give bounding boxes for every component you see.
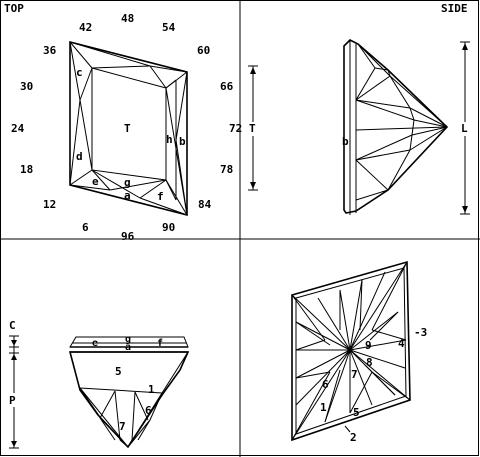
- index-42: 42: [79, 21, 92, 34]
- index-48: 48: [121, 12, 134, 25]
- front-dim-c: C: [9, 319, 16, 332]
- front-facet-e: e: [92, 338, 98, 349]
- index-6: 6: [82, 221, 89, 234]
- top-facet-lines: [69, 41, 188, 216]
- side-dim-arrow-down: [462, 206, 468, 213]
- side-view: SIDE: [342, 2, 472, 215]
- top-facet-h: h: [166, 133, 173, 146]
- front-facet-1: 1: [148, 383, 155, 396]
- bottom-facet-6: 6: [322, 378, 329, 391]
- top-dim-arrow-up: [250, 67, 256, 74]
- index-36: 36: [43, 44, 57, 57]
- side-facet-b: b: [342, 135, 349, 148]
- index-84: 84: [198, 198, 212, 211]
- top-view-title: TOP: [4, 2, 24, 15]
- index-66: 66: [220, 80, 234, 93]
- top-facet-g: g: [124, 176, 131, 189]
- index-90: 90: [162, 221, 175, 234]
- front-facet-6: 6: [145, 404, 152, 417]
- bottom-facet-2: 2: [350, 431, 357, 444]
- index-96: 96: [121, 230, 135, 243]
- front-view: e g a f 5 1 6 7 C P: [7, 318, 190, 449]
- bottom-view: 9 4 8 7 6 1 5 2 -3: [291, 260, 427, 444]
- side-outline: [343, 39, 449, 214]
- index-30: 30: [20, 80, 33, 93]
- top-view: TOP: [4, 2, 260, 243]
- top-facet-b: b: [179, 135, 186, 148]
- top-facet-d: d: [76, 150, 83, 163]
- bottom-facet-5: 5: [353, 406, 360, 419]
- front-facet-lines: [79, 351, 189, 448]
- bottom-facet-9: 9: [365, 339, 372, 352]
- index-18: 18: [20, 163, 33, 176]
- top-facet-a: a: [124, 189, 131, 202]
- top-facet-f: f: [157, 190, 164, 203]
- bottom-dash-3: -3: [414, 326, 427, 339]
- top-table-label: T: [124, 122, 131, 135]
- index-54: 54: [162, 21, 176, 34]
- side-facet-lines: [349, 40, 448, 215]
- index-24: 24: [11, 122, 25, 135]
- front-facet-g: g: [125, 334, 131, 345]
- front-dim-p: P: [9, 394, 16, 407]
- side-dim-label: L: [461, 122, 468, 135]
- front-facet-7: 7: [119, 420, 126, 433]
- side-view-title: SIDE: [441, 2, 468, 15]
- bottom-facet-1: 1: [320, 401, 327, 414]
- bottom-facet-lines: [291, 261, 411, 441]
- bottom-facet-8: 8: [366, 356, 373, 369]
- front-facet-5: 5: [115, 365, 122, 378]
- bottom-facet-7: 7: [351, 368, 358, 381]
- top-facet-c: c: [76, 66, 83, 79]
- top-facet-e: e: [92, 175, 99, 188]
- top-dim-arrow-down: [250, 182, 256, 189]
- index-12: 12: [43, 198, 56, 211]
- index-72: 72: [229, 122, 242, 135]
- front-facet-a: a: [125, 342, 131, 353]
- side-dim-arrow-up: [462, 43, 468, 50]
- front-facet-f: f: [157, 338, 163, 349]
- index-78: 78: [220, 163, 233, 176]
- top-dim-label: T: [249, 122, 256, 135]
- bottom-facet-4: 4: [398, 337, 405, 350]
- index-60: 60: [197, 44, 210, 57]
